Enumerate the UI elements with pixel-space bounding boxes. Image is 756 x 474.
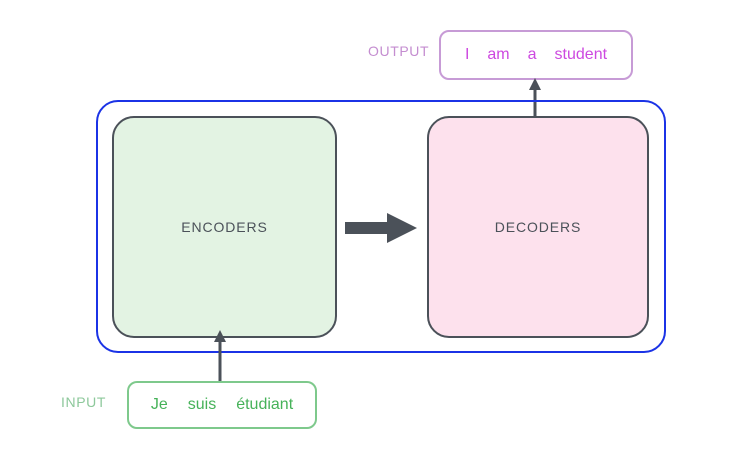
- decoders-label: DECODERS: [494, 219, 582, 235]
- encoders-block: ENCODERS: [112, 116, 337, 338]
- input-box: Je suis étudiant: [127, 381, 317, 429]
- arrow-input-to-encoders-icon: [209, 330, 231, 382]
- output-token: I: [464, 46, 470, 63]
- input-label: INPUT: [61, 394, 106, 410]
- input-token: étudiant: [236, 396, 294, 413]
- encoders-label: ENCODERS: [181, 219, 268, 235]
- arrow-decoders-to-output-icon: [524, 78, 546, 120]
- decoders-block: DECODERS: [427, 116, 649, 338]
- output-box: I am a student: [439, 30, 633, 80]
- arrow-encoders-to-decoders-icon: [345, 212, 417, 244]
- output-token: a: [527, 46, 537, 63]
- output-token: am: [487, 46, 510, 63]
- input-token: Je: [150, 396, 168, 413]
- transformer-outer-frame: [96, 100, 666, 353]
- output-token: student: [554, 46, 608, 63]
- output-label: OUTPUT: [368, 43, 430, 59]
- input-token: suis: [187, 396, 217, 413]
